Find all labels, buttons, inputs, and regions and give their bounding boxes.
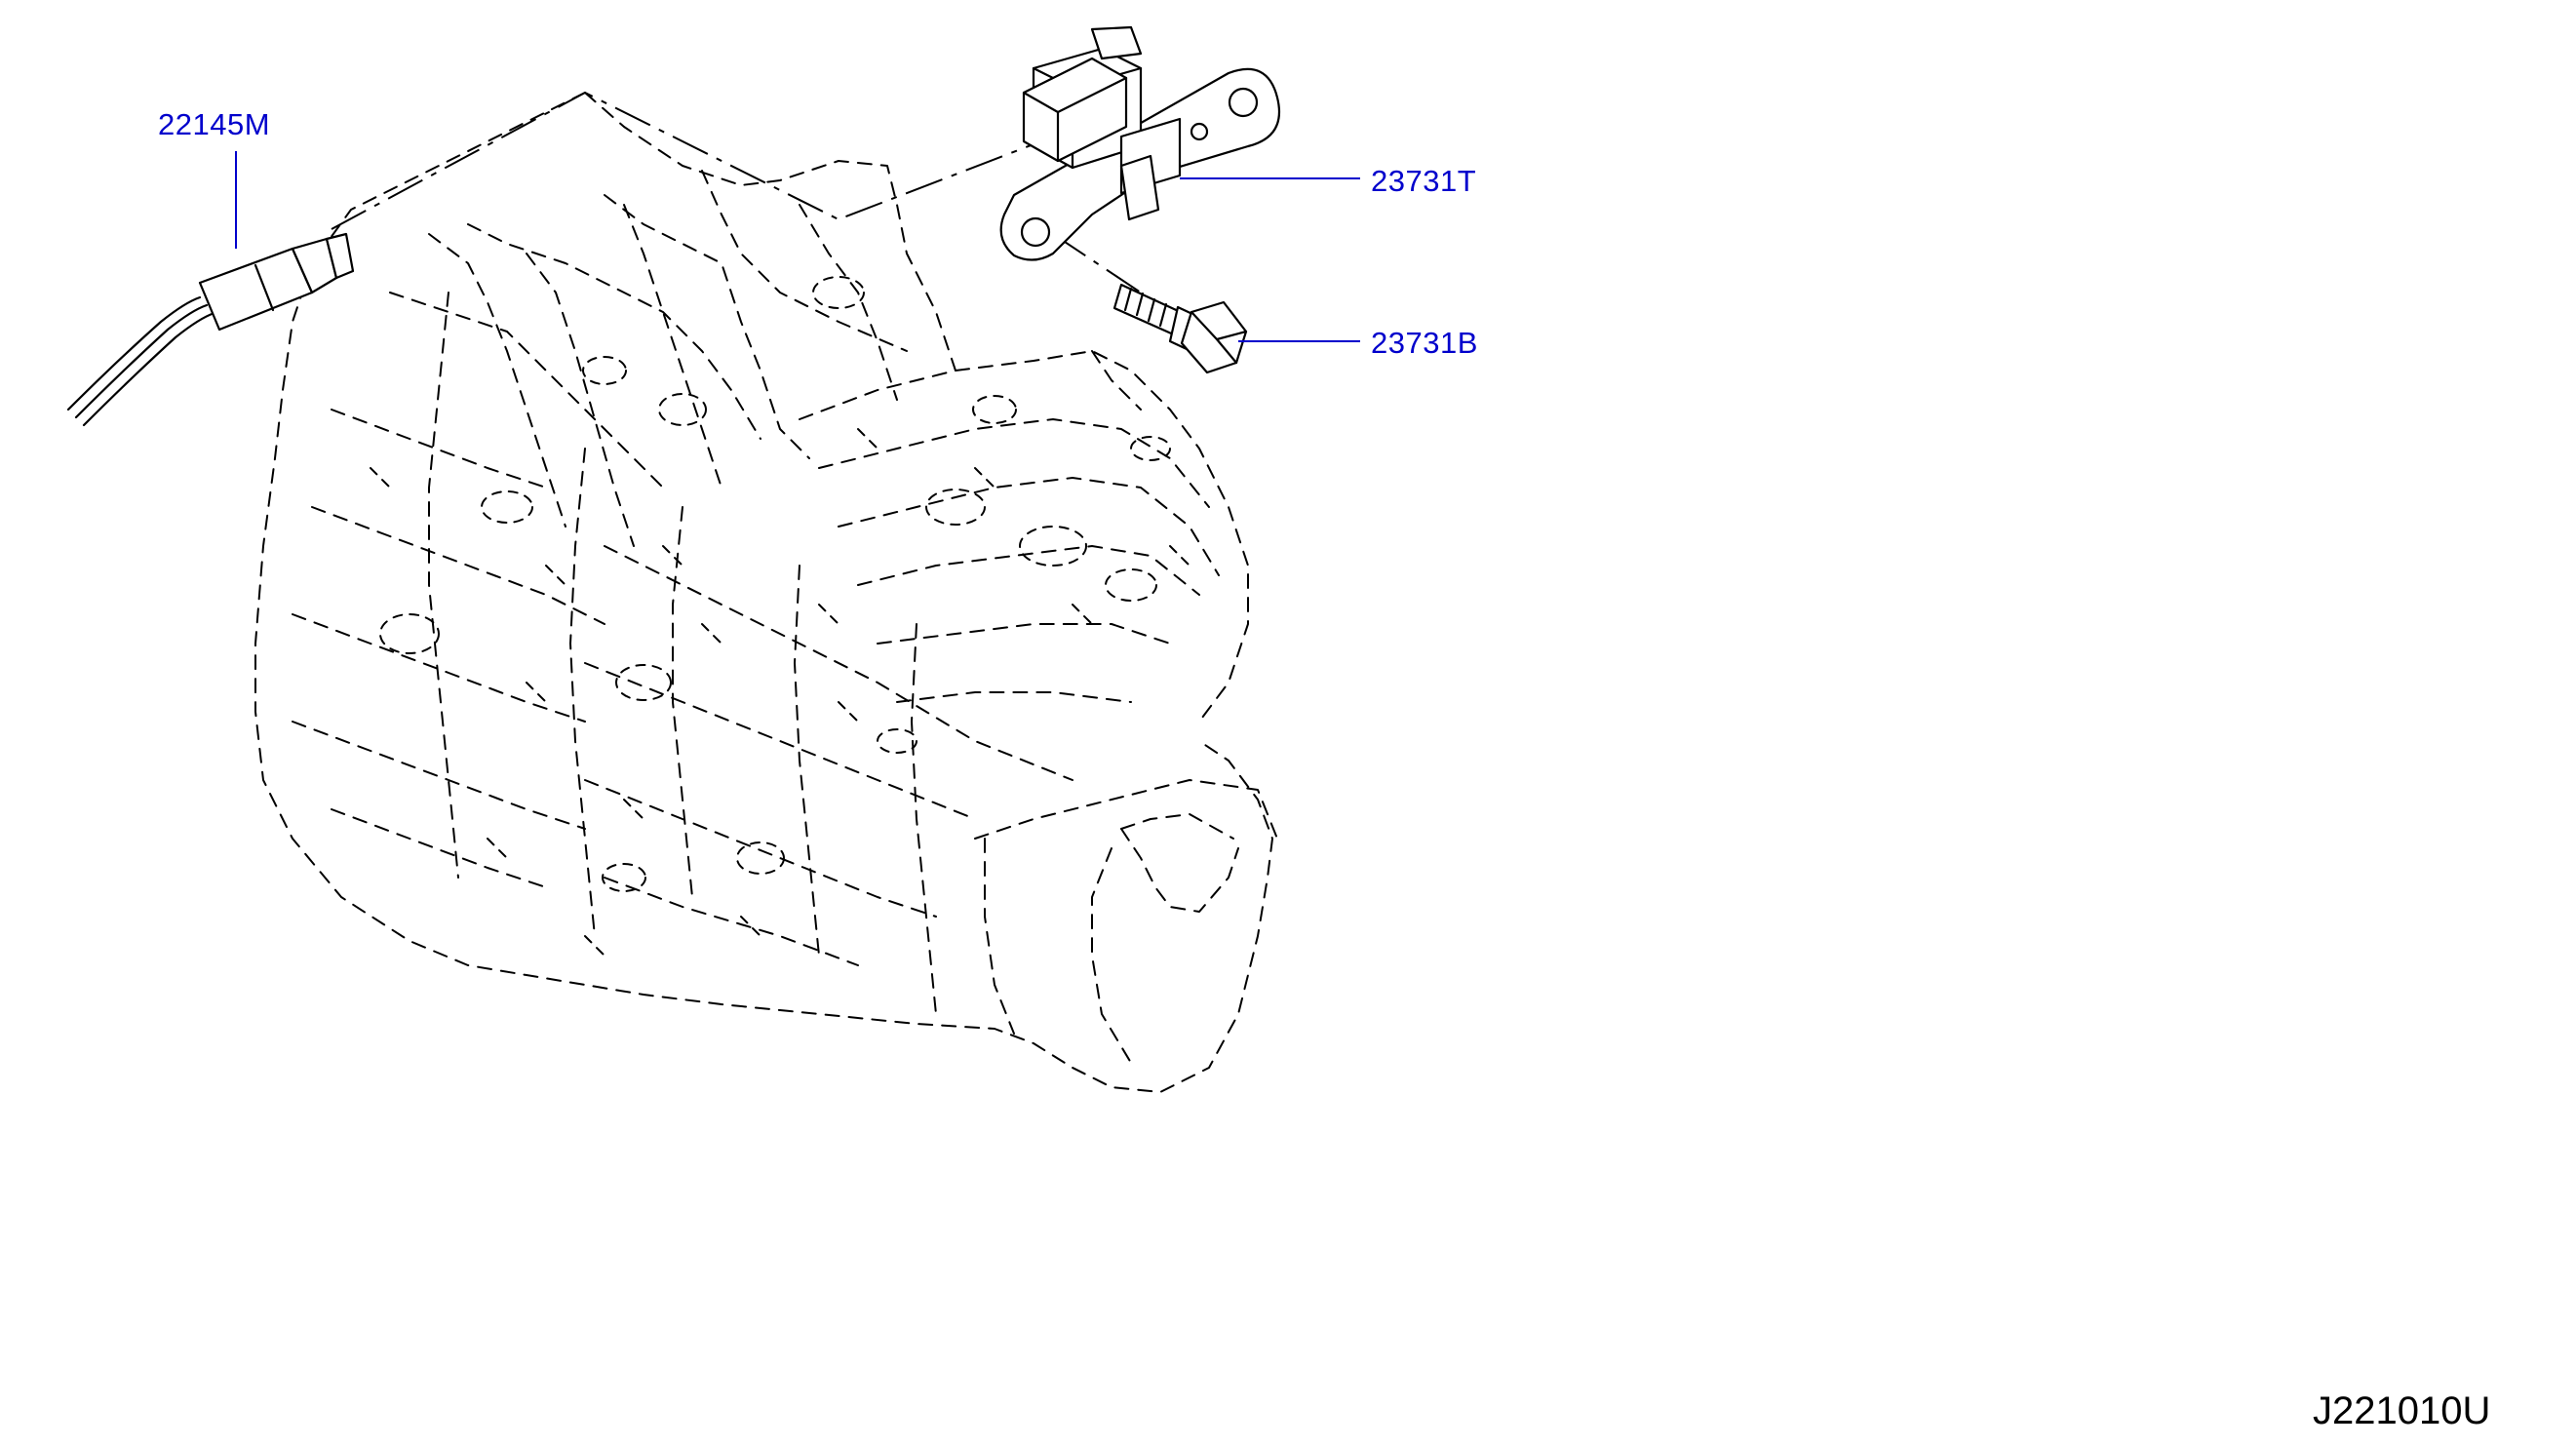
sensor-23731t [999,25,1281,261]
transmission-housing-outline [254,92,1278,1093]
callout-23731t[interactable]: 23731T [1371,164,1477,198]
bolt-23731b [1112,283,1248,374]
callout-leaders [235,151,1360,342]
diagram-id: J221010U [2313,1389,2491,1432]
callout-23731b[interactable]: 23731B [1371,326,1478,360]
sensor-22145m [66,232,355,427]
callout-22145m[interactable]: 22145M [158,107,271,141]
